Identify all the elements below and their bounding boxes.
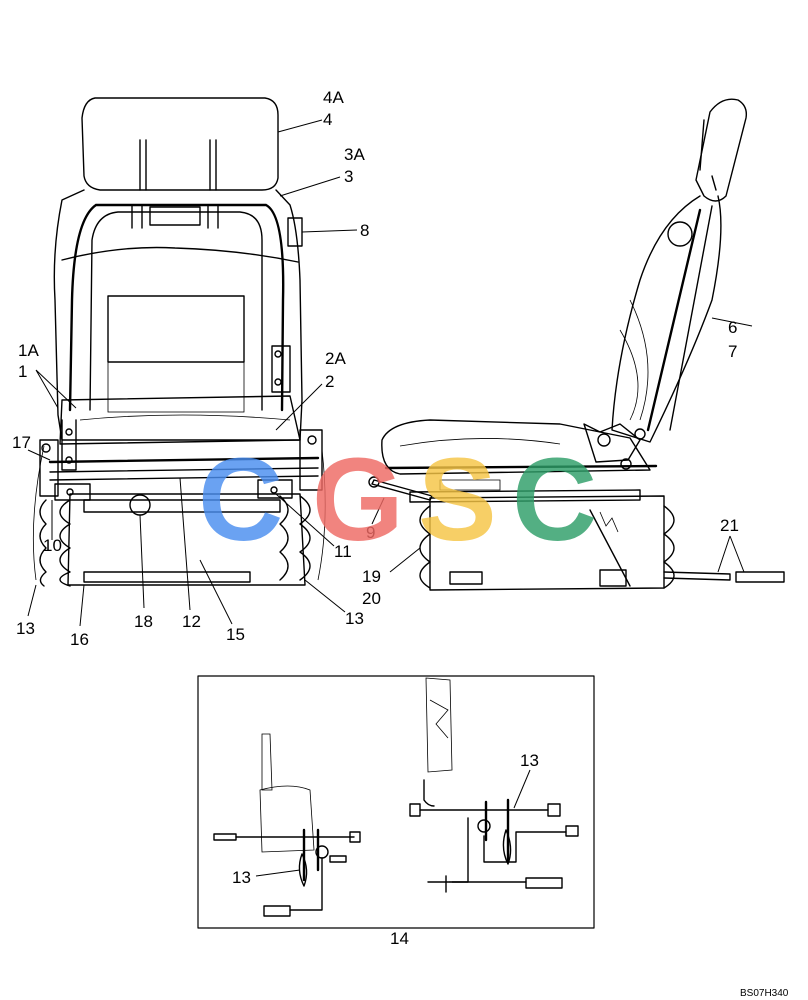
inset-frame — [197, 675, 595, 929]
callout-1A: 1A — [18, 341, 39, 360]
headrest — [81, 97, 279, 191]
callout-14: 14 — [390, 929, 409, 948]
side-headrest — [695, 98, 748, 202]
watermark: C G S C — [198, 434, 597, 566]
callout-2A: 2A — [325, 349, 346, 368]
callout-17: 17 — [12, 433, 31, 452]
bellows-right — [299, 495, 311, 581]
callout-9: 9 — [366, 523, 375, 542]
callout-1: 1 — [18, 362, 27, 381]
bellows-left — [59, 499, 71, 587]
callout-7: 7 — [728, 342, 737, 361]
callout-3: 3 — [344, 167, 353, 186]
side-seat-cushion — [381, 419, 651, 475]
callout-21: 21 — [720, 516, 739, 535]
callout-19: 19 — [362, 567, 381, 586]
callout-11: 11 — [334, 542, 352, 561]
callout-13-middle: 13 — [345, 609, 364, 628]
backrest-frame — [68, 203, 285, 412]
callout-3A: 3A — [344, 145, 365, 164]
callout-15: 15 — [226, 625, 245, 644]
callout-12: 12 — [182, 612, 201, 631]
callout-13-left: 13 — [16, 619, 35, 638]
callout-8: 8 — [360, 221, 369, 240]
callout-13-inset-right: 13 — [520, 751, 539, 770]
backrest — [53, 189, 303, 441]
side-view-seat — [368, 98, 785, 591]
callout-20: 20 — [362, 589, 381, 608]
callout-16: 16 — [70, 630, 89, 649]
callout-13-inset-left: 13 — [232, 868, 251, 887]
suspension-base — [67, 493, 306, 586]
watermark-letter-2: G — [312, 434, 404, 566]
drawing-code: BS07H340 — [740, 988, 789, 999]
callout-labels: 4A 4 3A 3 8 1A 1 2A 2 17 10 13 16 18 12 … — [12, 88, 739, 948]
callout-6: 6 — [728, 318, 737, 337]
front-view-seat — [32, 97, 326, 587]
inset-detail — [197, 675, 595, 929]
watermark-letter-4: C — [512, 434, 597, 566]
callout-18: 18 — [134, 612, 153, 631]
callout-2: 2 — [325, 372, 334, 391]
callout-10: 10 — [43, 536, 62, 555]
watermark-letter-3: S — [418, 434, 497, 566]
leader-lines — [27, 119, 753, 877]
callout-4A: 4A — [323, 88, 344, 107]
watermark-letter-1: C — [198, 434, 283, 566]
callout-4: 4 — [323, 110, 332, 129]
